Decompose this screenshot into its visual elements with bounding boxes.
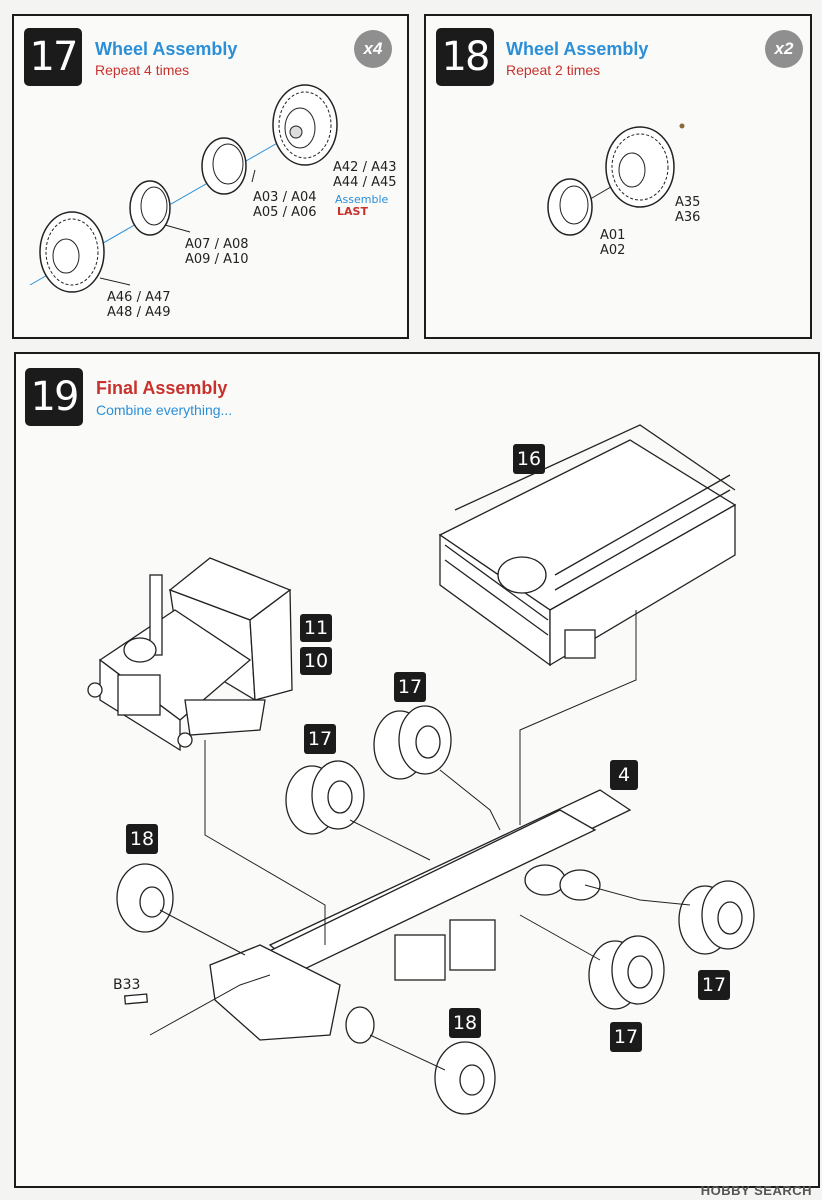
cargo-bed-drawing [438, 424, 737, 667]
callout-step-17-upper: 17 [394, 672, 426, 702]
part-label-b33: B33 [113, 977, 141, 993]
step-17-multiplier: x4 [354, 30, 392, 68]
callout-step-16-bed: 16 [513, 444, 545, 474]
step-18-subtitle: Repeat 2 times [506, 62, 601, 78]
callout-step-10-cab: 10 [300, 647, 332, 675]
callout-step-4-chassis: 4 [610, 760, 638, 790]
hobby-search-watermark: HOBBY SEARCH [700, 1183, 812, 1198]
step-17-number: 17 [24, 28, 82, 86]
chassis-drawing [123, 789, 632, 1044]
part-label-step18-rim: A01 A02 [600, 228, 626, 258]
callout-step-11-cab: 11 [300, 614, 332, 642]
step-17-title: Wheel Assembly [95, 39, 238, 59]
step-18-multiplier: x2 [765, 30, 803, 68]
assemble-last-note: LAST [337, 205, 368, 218]
callout-step-17-left: 17 [304, 724, 336, 754]
step-18-number: 18 [436, 28, 494, 86]
callout-step-17-lower: 17 [610, 1022, 642, 1052]
callout-step-17-right: 17 [698, 970, 730, 1000]
wheel-drawings [116, 705, 755, 1115]
truck-cab-drawing [87, 557, 293, 752]
part-label-rim-inner: A07 / A08 A09 / A10 [185, 237, 249, 267]
part-label-tire: A46 / A47 A48 / A49 [107, 290, 171, 320]
step-19-number: 19 [25, 368, 83, 426]
step-19-subtitle: Combine everything... [96, 402, 233, 418]
part-label-step18-tire: A35 A36 [675, 195, 701, 225]
step-18-title: Wheel Assembly [506, 39, 649, 59]
callout-step-18-lower: 18 [449, 1008, 481, 1038]
hub-wheel-drawing [272, 84, 338, 166]
assemble-note: Assemble [335, 193, 389, 206]
step-17-subtitle: Repeat 4 times [95, 62, 190, 78]
callout-step-18-front: 18 [126, 824, 158, 854]
step-19-title: Final Assembly [96, 378, 228, 398]
part-label-rim-outer: A03 / A04 A05 / A06 [253, 190, 317, 220]
part-label-hub: A42 / A43 A44 / A45 [333, 160, 397, 190]
